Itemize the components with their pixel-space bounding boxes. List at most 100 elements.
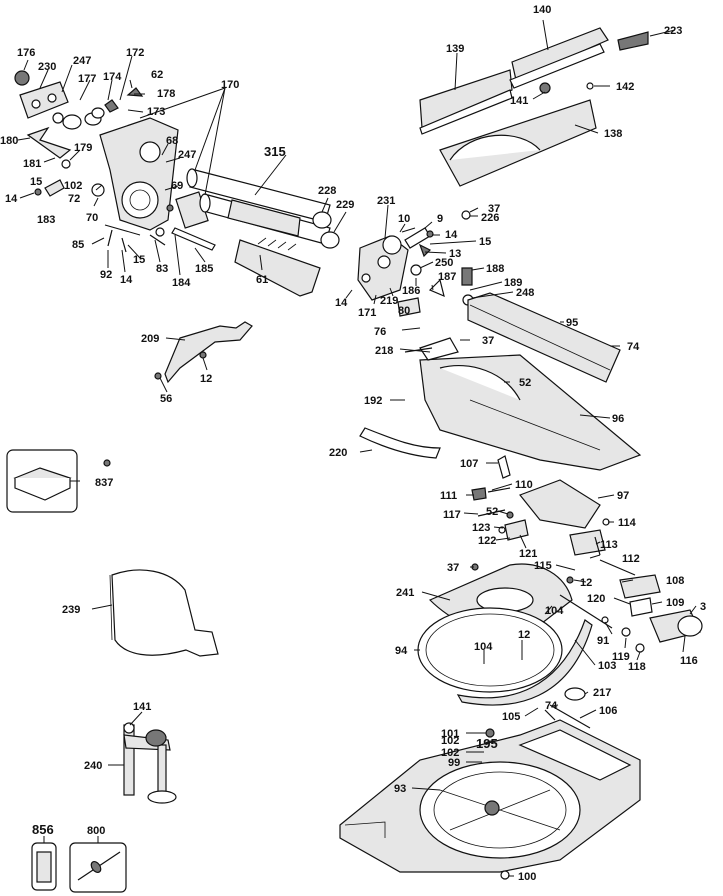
label-94: 94 [395,645,408,657]
label-100: 100 [518,871,536,883]
label-120: 120 [587,593,605,605]
label-70: 70 [86,212,98,224]
label-179: 179 [74,142,92,154]
label-217: 217 [593,687,611,699]
label-226: 226 [481,212,499,224]
label-74a: 74 [627,341,640,353]
label-104a: 104 [545,605,564,617]
label-192: 192 [364,395,382,407]
motor-end-cap-group [14,70,144,197]
label-52b: 52 [486,506,498,518]
label-219: 219 [380,295,398,307]
label-12b: 12 [580,577,592,589]
label-181: 181 [23,158,41,170]
label-74b: 74 [545,700,558,712]
label-218: 218 [375,345,393,357]
label-183: 183 [37,214,55,226]
label-141a: 141 [510,95,528,107]
label-15b: 15 [479,236,491,248]
label-118: 118 [628,661,646,673]
label-141b: 141 [133,701,151,713]
dust-bag [109,569,219,657]
label-52a: 52 [519,377,531,389]
fence [467,292,621,383]
miter-lock-parts [559,574,703,653]
label-91: 91 [597,635,609,647]
label-176: 176 [17,47,35,59]
kit-box [6,449,78,513]
label-15c: 15 [133,254,145,266]
label-99: 99 [448,757,460,769]
label-220: 220 [329,447,347,459]
label-174: 174 [103,71,122,83]
label-93: 93 [394,783,406,795]
label-228: 228 [318,185,336,197]
small-hardware [471,455,636,584]
label-188: 188 [486,263,504,275]
carriage-bracket [357,210,474,317]
hold-down-clamp [123,722,177,804]
handle-lever [154,321,253,384]
label-121: 121 [519,548,537,560]
label-837: 837 [95,477,113,489]
label-142: 142 [616,81,634,93]
label-14c: 14 [335,297,348,309]
label-37a: 37 [488,203,500,215]
label-106: 106 [599,705,617,717]
label-229: 229 [336,199,354,211]
motor-housing [99,117,209,237]
label-856: 856 [32,822,54,837]
label-800: 800 [87,825,105,837]
label-138: 138 [604,128,622,140]
part-labels: 176 230 247 177 172 174 62 178 173 170 1… [0,4,706,883]
label-241: 241 [396,587,414,599]
label-112: 112 [622,553,640,565]
label-171: 171 [358,307,376,319]
label-247a: 247 [73,55,91,67]
label-109: 109 [666,597,684,609]
label-230: 230 [38,61,56,73]
label-85: 85 [72,239,84,251]
label-61: 61 [256,274,268,286]
label-96: 96 [612,413,624,425]
label-108: 108 [666,575,684,587]
label-223: 223 [664,25,682,37]
label-189: 189 [504,277,522,289]
label-104b: 104 [474,641,493,653]
label-122: 122 [478,535,496,547]
label-10: 10 [398,213,410,225]
label-14d: 14 [120,274,133,286]
label-119: 119 [612,651,630,663]
label-102c: 102 [441,747,459,759]
upper-guard-assembly [419,27,649,187]
label-186: 186 [402,285,420,297]
rod-and-spring [104,224,321,297]
label-97: 97 [617,490,629,502]
label-180: 180 [0,135,18,147]
label-115: 115 [534,560,552,572]
lower-plate [519,479,601,529]
label-240: 240 [84,760,102,772]
label-110: 110 [515,479,533,491]
label-69: 69 [171,180,183,192]
label-173: 173 [147,106,165,118]
label-14b: 14 [445,229,458,241]
label-172: 172 [126,47,144,59]
turntable [404,337,642,471]
label-123: 123 [472,522,490,534]
label-185: 185 [195,263,213,275]
label-37c: 37 [447,562,459,574]
label-139: 139 [446,43,464,55]
label-114: 114 [618,517,637,529]
label-116: 116 [680,655,698,667]
label-76: 76 [374,326,386,338]
label-3: 3 [700,601,706,613]
label-250: 250 [435,257,453,269]
label-80: 80 [398,305,410,317]
label-37b: 37 [482,335,494,347]
rail-tubes [186,168,340,249]
label-68: 68 [166,135,178,147]
label-95: 95 [566,317,578,329]
label-12a: 12 [200,373,212,385]
